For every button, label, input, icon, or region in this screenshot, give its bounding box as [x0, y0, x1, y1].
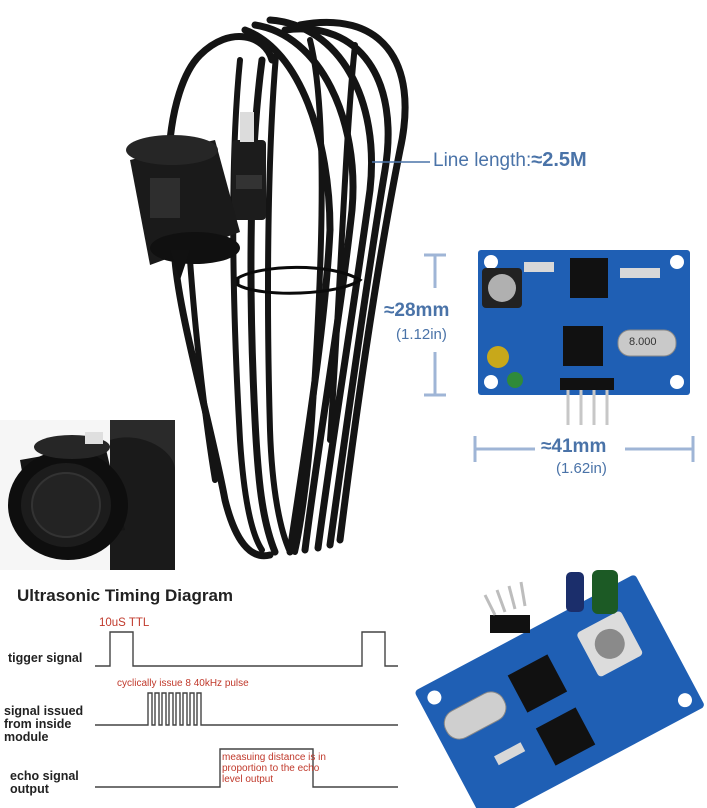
ttl-annotation: 10uS TTL: [99, 617, 150, 629]
trigger-waveform: [95, 631, 398, 667]
sensor-face-inset: [0, 420, 175, 570]
height-inches: (1.12in): [396, 326, 447, 343]
line-length-label: Line length:: [433, 150, 532, 171]
issued-waveform: [95, 692, 398, 726]
pcb-top-view: [478, 250, 690, 425]
height-value: ≈28mm: [384, 300, 450, 321]
cable-tie: [236, 265, 363, 295]
pcb-angled-components: [483, 570, 618, 633]
echo-waveform: [95, 748, 398, 788]
echo-signal-label: echo signal output: [10, 769, 79, 796]
height-dimension: [424, 253, 446, 397]
width-value: ≈41mm: [541, 436, 607, 457]
pulse-annotation: cyclically issue 8 40kHz pulse: [117, 678, 249, 689]
issued-signal-label: signal issued from inside module: [4, 704, 84, 744]
sensor-probe: [126, 135, 240, 280]
measure-annotation: measuing distance is in proportion to th…: [222, 752, 326, 785]
crystal-marking: 8.000: [629, 336, 657, 348]
trigger-signal-label: tigger signal: [8, 651, 83, 665]
width-inches: (1.62in): [556, 460, 607, 477]
cable-coil: [164, 16, 409, 560]
pcb-angled-view: [415, 575, 704, 808]
cable-connector: [232, 112, 266, 220]
timing-diagram-title: Ultrasonic Timing Diagram: [17, 586, 234, 605]
line-length-value: ≈2.5M: [531, 149, 587, 171]
line-length-annotation: Line length:≈2.5M: [433, 149, 587, 172]
width-dimension: [473, 436, 695, 462]
